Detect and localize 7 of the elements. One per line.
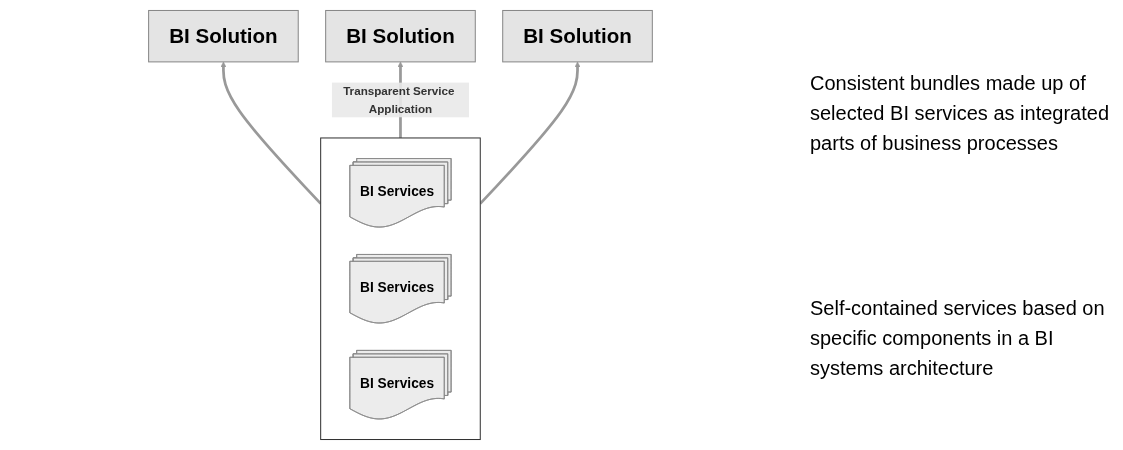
edge-label: Transparent Service Application [342, 84, 455, 116]
note-text: Consistent bundles made up of selected BI services as integrated parts of business processes [810, 70, 1111, 156]
cluster [319, 137, 481, 441]
node-box: BI Solution [147, 9, 299, 63]
node-box: BI Solution [501, 9, 653, 63]
note-text: Self-contained services based on specific components in a BI systems architecture [810, 295, 1106, 381]
node-box: BI Solution [324, 9, 476, 63]
